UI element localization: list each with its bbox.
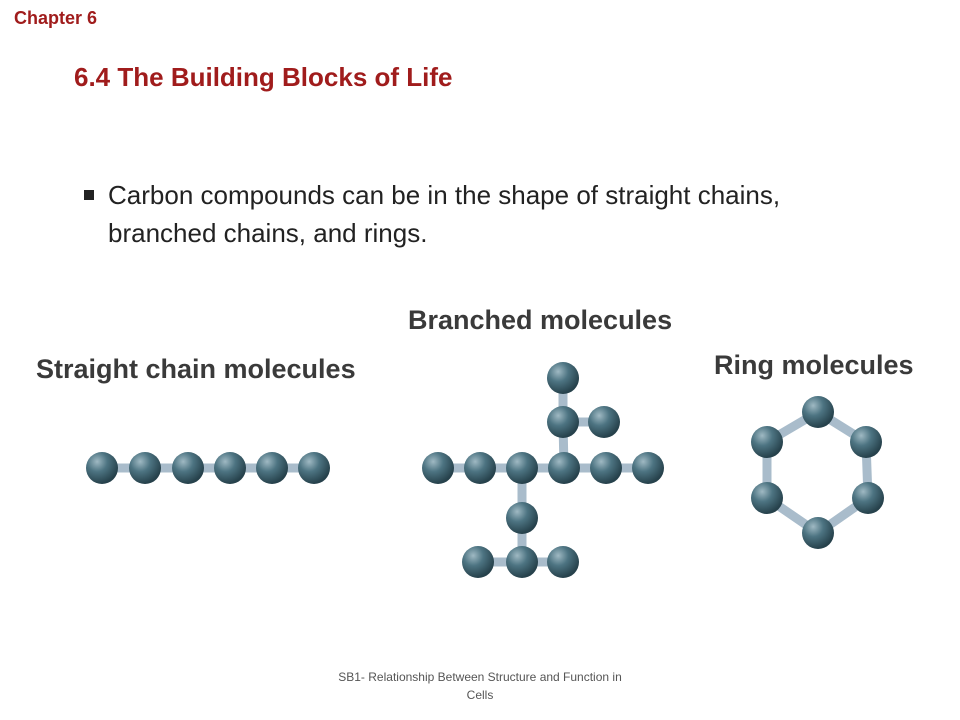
- slide-title: 6.4 The Building Blocks of Life: [74, 62, 453, 92]
- carbon-atom: [462, 546, 494, 578]
- chapter-label: Chapter 6: [14, 8, 98, 28]
- carbon-atom: [547, 406, 579, 438]
- carbon-atom: [802, 517, 834, 549]
- carbon-atom: [751, 482, 783, 514]
- carbon-atom: [172, 452, 204, 484]
- footer-text: SB1- Relationship Between Structure and …: [338, 670, 622, 702]
- carbon-atom: [632, 452, 664, 484]
- carbon-atom: [422, 452, 454, 484]
- carbon-atom: [548, 452, 580, 484]
- carbon-atom: [464, 452, 496, 484]
- ring-label: Ring molecules: [714, 350, 914, 380]
- branched-label: Branched molecules: [408, 305, 673, 335]
- ring-molecule: [751, 396, 884, 549]
- carbon-atom: [850, 426, 882, 458]
- carbon-atom: [590, 452, 622, 484]
- square-bullet-icon: [84, 190, 94, 200]
- carbon-atom: [298, 452, 330, 484]
- carbon-atom: [588, 406, 620, 438]
- carbon-atom: [506, 502, 538, 534]
- carbon-atom: [86, 452, 118, 484]
- straight-chain-label: Straight chain molecules: [36, 354, 356, 384]
- carbon-atom: [256, 452, 288, 484]
- carbon-atom: [214, 452, 246, 484]
- bullet-text: Carbon compounds can be in the shape of …: [108, 180, 781, 248]
- straight-chain-molecule: [86, 452, 330, 484]
- carbon-atom: [129, 452, 161, 484]
- carbon-atom: [506, 546, 538, 578]
- branched-molecule: [422, 362, 664, 578]
- carbon-atom: [547, 362, 579, 394]
- carbon-atom: [852, 482, 884, 514]
- carbon-atom: [802, 396, 834, 428]
- carbon-atom: [751, 426, 783, 458]
- bullet-item: Carbon compounds can be in the shape of …: [84, 176, 844, 252]
- carbon-atom: [506, 452, 538, 484]
- carbon-atom: [547, 546, 579, 578]
